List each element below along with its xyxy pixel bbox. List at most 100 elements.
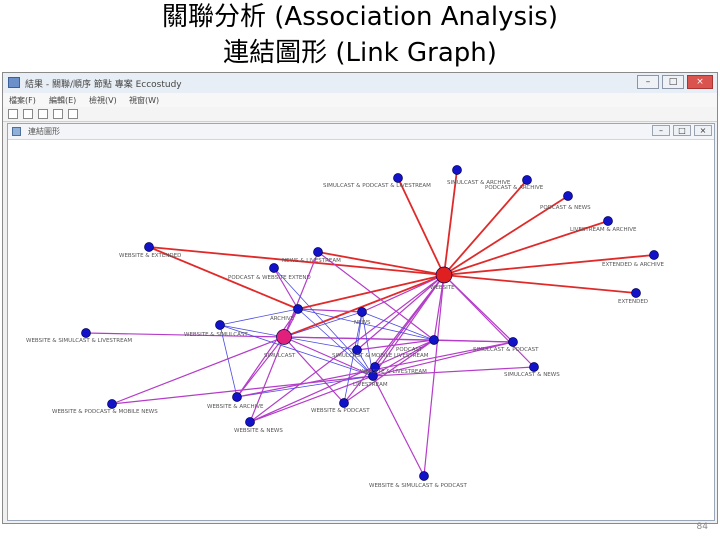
graph-node-website-simulcast-podcast[interactable] — [419, 471, 429, 481]
graph-node-podcast-news[interactable] — [563, 191, 573, 201]
graph-node-label: WEBSITE & SIMULCAST & PODCAST — [369, 483, 467, 489]
graph-edge — [361, 274, 445, 313]
graph-node-website-livestream[interactable] — [370, 362, 380, 372]
graph-node-podcast-archive[interactable] — [522, 175, 532, 185]
graph-node-extended-archive[interactable] — [649, 250, 659, 260]
graph-node-simulcast-podcast[interactable] — [508, 337, 518, 347]
graph-edge — [443, 254, 655, 276]
graph-node-website[interactable] — [435, 266, 453, 284]
graph-edge — [433, 339, 514, 343]
graph-edge — [443, 169, 458, 276]
graph-edge — [148, 246, 445, 276]
slide-title-line2: 連結圖形 (Link Graph) — [223, 38, 497, 68]
print-icon[interactable] — [38, 109, 48, 119]
graph-edge — [356, 349, 374, 377]
minimize-button[interactable]: – — [637, 75, 659, 89]
link-graph-titlebar: 連結圖形 – □ × — [8, 124, 714, 140]
graph-node-podcast-website-extend[interactable] — [269, 263, 279, 273]
graph-node-website-podcast-mobile-news[interactable] — [107, 399, 117, 409]
graph-node-podcast[interactable] — [429, 335, 439, 345]
graph-edge — [443, 274, 535, 368]
graph-edge — [249, 336, 285, 423]
graph-node-website-news[interactable] — [245, 417, 255, 427]
graph-node-label: EXTENDED — [618, 299, 648, 305]
graph-node-extended[interactable] — [631, 288, 641, 298]
graph-node-website-simulcast[interactable] — [215, 320, 225, 330]
graph-node-label: WEBSITE & LIVESTREAM — [360, 369, 427, 375]
copy-icon[interactable] — [53, 109, 63, 119]
settings-icon[interactable] — [68, 109, 78, 119]
open-icon[interactable] — [8, 109, 18, 119]
menu-view[interactable]: 檢視(V) — [89, 96, 117, 105]
graph-edge — [372, 339, 435, 377]
graph-edge — [356, 274, 445, 351]
graph-node-label: WEBSITE & EXTENDED — [119, 253, 181, 259]
graph-edge — [356, 339, 435, 351]
graph-node-label: WEBSITE & PODCAST — [311, 408, 370, 414]
graph-node-simulcast-archive[interactable] — [452, 165, 462, 175]
close-button[interactable]: × — [687, 75, 713, 89]
window-controls: – □ × — [637, 75, 713, 89]
slide-title-line1: 關聯分析 (Association Analysis) — [162, 2, 558, 32]
graph-edge — [443, 179, 528, 276]
graph-edge — [372, 341, 514, 377]
graph-edge — [249, 375, 374, 423]
graph-node-archive[interactable] — [293, 304, 303, 314]
menu-file[interactable]: 檔案(F) — [9, 96, 36, 105]
graph-node-label: LIVESTREAM — [353, 382, 388, 388]
graph-node-label: NEWS — [354, 320, 371, 326]
graph-node-label: NEWS & LIVESTREAM — [282, 258, 341, 264]
inner-window-controls: – □ × — [652, 125, 712, 136]
graph-node-simulcast-podcast-livestream[interactable] — [393, 173, 403, 183]
menu-edit[interactable]: 編輯(E) — [49, 96, 77, 105]
graph-node-website-archive[interactable] — [232, 392, 242, 402]
graph-node-label: EXTENDED & ARCHIVE — [602, 262, 664, 268]
graph-node-livestream-archive[interactable] — [603, 216, 613, 226]
graph-edge — [283, 251, 319, 338]
graph-edge — [219, 324, 238, 398]
maximize-button[interactable]: □ — [662, 75, 684, 89]
graph-node-label: SIMULCAST & PODCAST — [473, 347, 539, 353]
graph-edge — [219, 324, 374, 377]
menu-window[interactable]: 視窗(W) — [129, 96, 160, 105]
graph-edge — [397, 177, 445, 276]
graph-node-news-livestream[interactable] — [313, 247, 323, 257]
page-number: 84 — [696, 522, 708, 532]
graph-node-label: WEBSITE — [430, 285, 455, 291]
graph-edge — [372, 375, 425, 477]
save-icon[interactable] — [23, 109, 33, 119]
graph-node-simulcast-mobile-livestream[interactable] — [352, 345, 362, 355]
graph-edge — [372, 274, 445, 377]
graph-node-simulcast-news[interactable] — [529, 362, 539, 372]
app-logo-icon — [8, 77, 20, 88]
graph-node-simulcast[interactable] — [276, 329, 292, 345]
inner-minimize-button[interactable]: – — [652, 125, 670, 136]
graph-edge — [443, 274, 637, 294]
graph-edge — [283, 274, 445, 338]
graph-edge — [273, 267, 299, 310]
graph-edge — [148, 246, 299, 310]
inner-close-button[interactable]: × — [694, 125, 712, 136]
graph-edge — [297, 308, 435, 341]
graph-node-label: WEBSITE & SIMULCAST & LIVESTREAM — [26, 338, 132, 344]
inner-maximize-button[interactable]: □ — [673, 125, 691, 136]
graph-node-website-extended[interactable] — [144, 242, 154, 252]
graph-edge — [443, 195, 569, 276]
graph-node-label: SIMULCAST & NEWS — [504, 372, 560, 378]
graph-node-label: SIMULCAST & PODCAST & LIVESTREAM — [323, 183, 431, 189]
graph-edge — [356, 311, 363, 351]
link-graph-title: 連結圖形 — [28, 127, 60, 136]
graph-node-news[interactable] — [357, 307, 367, 317]
graph-node-website-simulcast-livestream[interactable] — [81, 328, 91, 338]
graph-edge — [219, 324, 285, 338]
graph-node-label: PODCAST & ARCHIVE — [485, 185, 544, 191]
graph-edge — [297, 308, 363, 313]
graph-node-livestream[interactable] — [368, 371, 378, 381]
graph-edge — [343, 339, 435, 404]
graph-edge — [443, 220, 609, 276]
graph-node-website-podcast[interactable] — [339, 398, 349, 408]
graph-edge — [361, 311, 435, 341]
graph-edge — [283, 336, 374, 377]
